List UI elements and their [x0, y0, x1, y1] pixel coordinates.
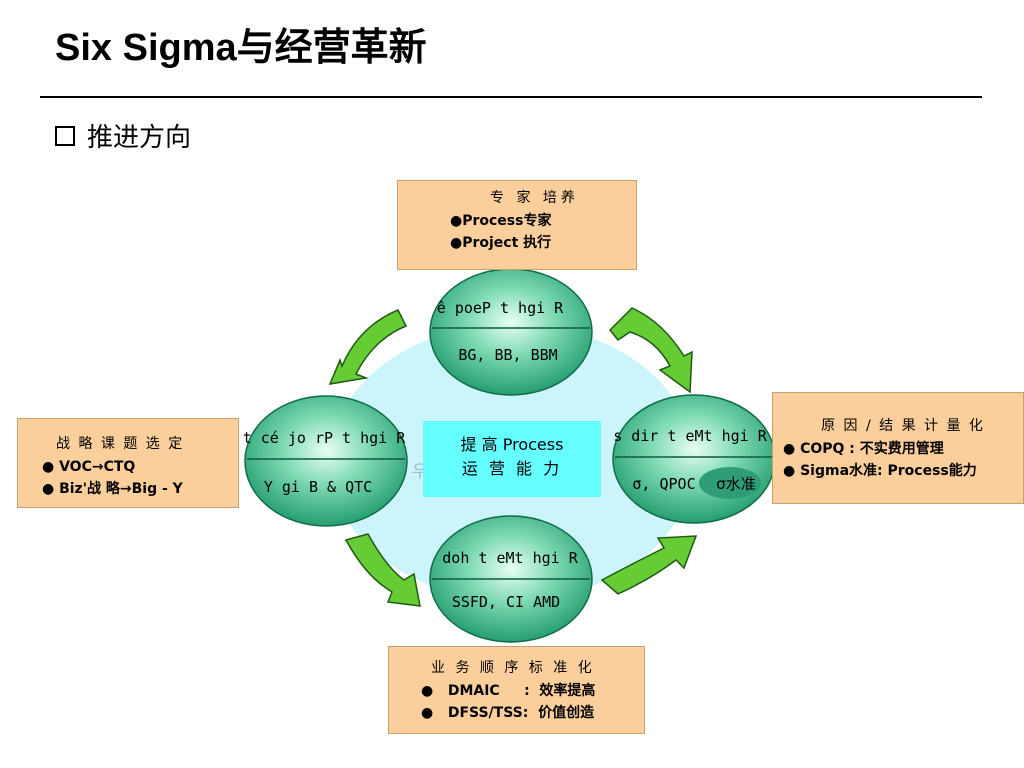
sigma-level-badge	[699, 467, 761, 499]
box-process-standardization-line-2: ● DFSS/TSS: 价值创造	[421, 705, 595, 721]
box-expert-training: 专 家 培养 ●Process专家 ●Project 执行	[397, 180, 637, 270]
box-strategic-topics-heading: 战 略 课 题 选 定	[56, 436, 185, 452]
box-cause-effect-line-2: ● Sigma水准: Process能力	[783, 463, 977, 479]
center-label-line1: 提 高 Process	[460, 435, 564, 454]
sigma-level-badge-text: σ水准	[716, 475, 756, 493]
node-right: s dir t eMt hgi R σ, QPOC σ水准	[612, 394, 776, 524]
box-process-standardization-line-1: ● DMAIC : 效率提高	[421, 683, 596, 699]
box-expert-training-heading: 专 家 培养	[490, 190, 579, 206]
title-divider	[40, 96, 982, 98]
box-expert-training-line-1: ●Process专家	[450, 213, 552, 229]
arrow-top-left	[328, 309, 408, 385]
node-left-upper-text: t cé jo rP t hgi R	[243, 429, 407, 447]
node-top-lower-text: BG, BB, BBM	[458, 346, 557, 364]
page-title: Six Sigma与经营革新	[55, 27, 427, 69]
box-cause-effect: 原 因 / 结 果 计 量 化 ● COPQ : 不实费用管理 ● Sigma水…	[772, 392, 1024, 504]
checkbox-bullet-icon	[55, 125, 75, 146]
node-right-upper-text: s dir t eMt hgi R	[613, 427, 767, 445]
arrow-bottom-right	[600, 535, 698, 595]
node-bottom-upper-text: doh t eMt hgi R	[442, 549, 578, 567]
box-process-standardization: 业 务 顺 序 标 准 化 ● DMAIC : 效率提高 ● DFSS/TSS:…	[388, 646, 645, 734]
box-strategic-topics: 战 略 课 题 选 定 ● VOC→CTQ ● Biz'战 略→Big - Y	[17, 418, 239, 508]
subheading-text: 推进方向	[87, 123, 192, 153]
box-strategic-topics-line-1: ● VOC→CTQ	[42, 459, 136, 475]
box-cause-effect-heading: 原 因 / 结 果 计 量 化	[821, 418, 985, 434]
box-cause-effect-line-1: ● COPQ : 不实费用管理	[783, 441, 944, 457]
arrow-top-right	[608, 307, 693, 394]
node-left: t cé jo rP t hgi R Y gi B & QTC	[243, 395, 408, 527]
node-left-lower-text: Y gi B & QTC	[264, 478, 372, 496]
node-right-lower-text: σ, QPOC	[632, 475, 695, 493]
node-bottom: doh t eMt hgi R SSFD, CI AMD	[429, 515, 593, 643]
center-label-line2: 运 营 能 力	[461, 459, 563, 478]
arrow-bottom-left	[344, 533, 421, 607]
node-bottom-lower-text: SSFD, CI AMD	[452, 593, 560, 611]
box-expert-training-line-2: ●Project 执行	[450, 235, 552, 251]
node-top-upper-text: ê poeP t hgi R	[437, 299, 564, 317]
node-top: ê poeP t hgi R BG, BB, BBM	[429, 268, 593, 396]
box-process-standardization-heading: 业 务 顺 序 标 准 化	[431, 660, 595, 676]
subheading: 推进方向	[55, 117, 191, 154]
center-label: 提 高 Process 运 营 能 力	[423, 421, 601, 497]
box-strategic-topics-line-2: ● Biz'战 略→Big - Y	[42, 481, 183, 497]
